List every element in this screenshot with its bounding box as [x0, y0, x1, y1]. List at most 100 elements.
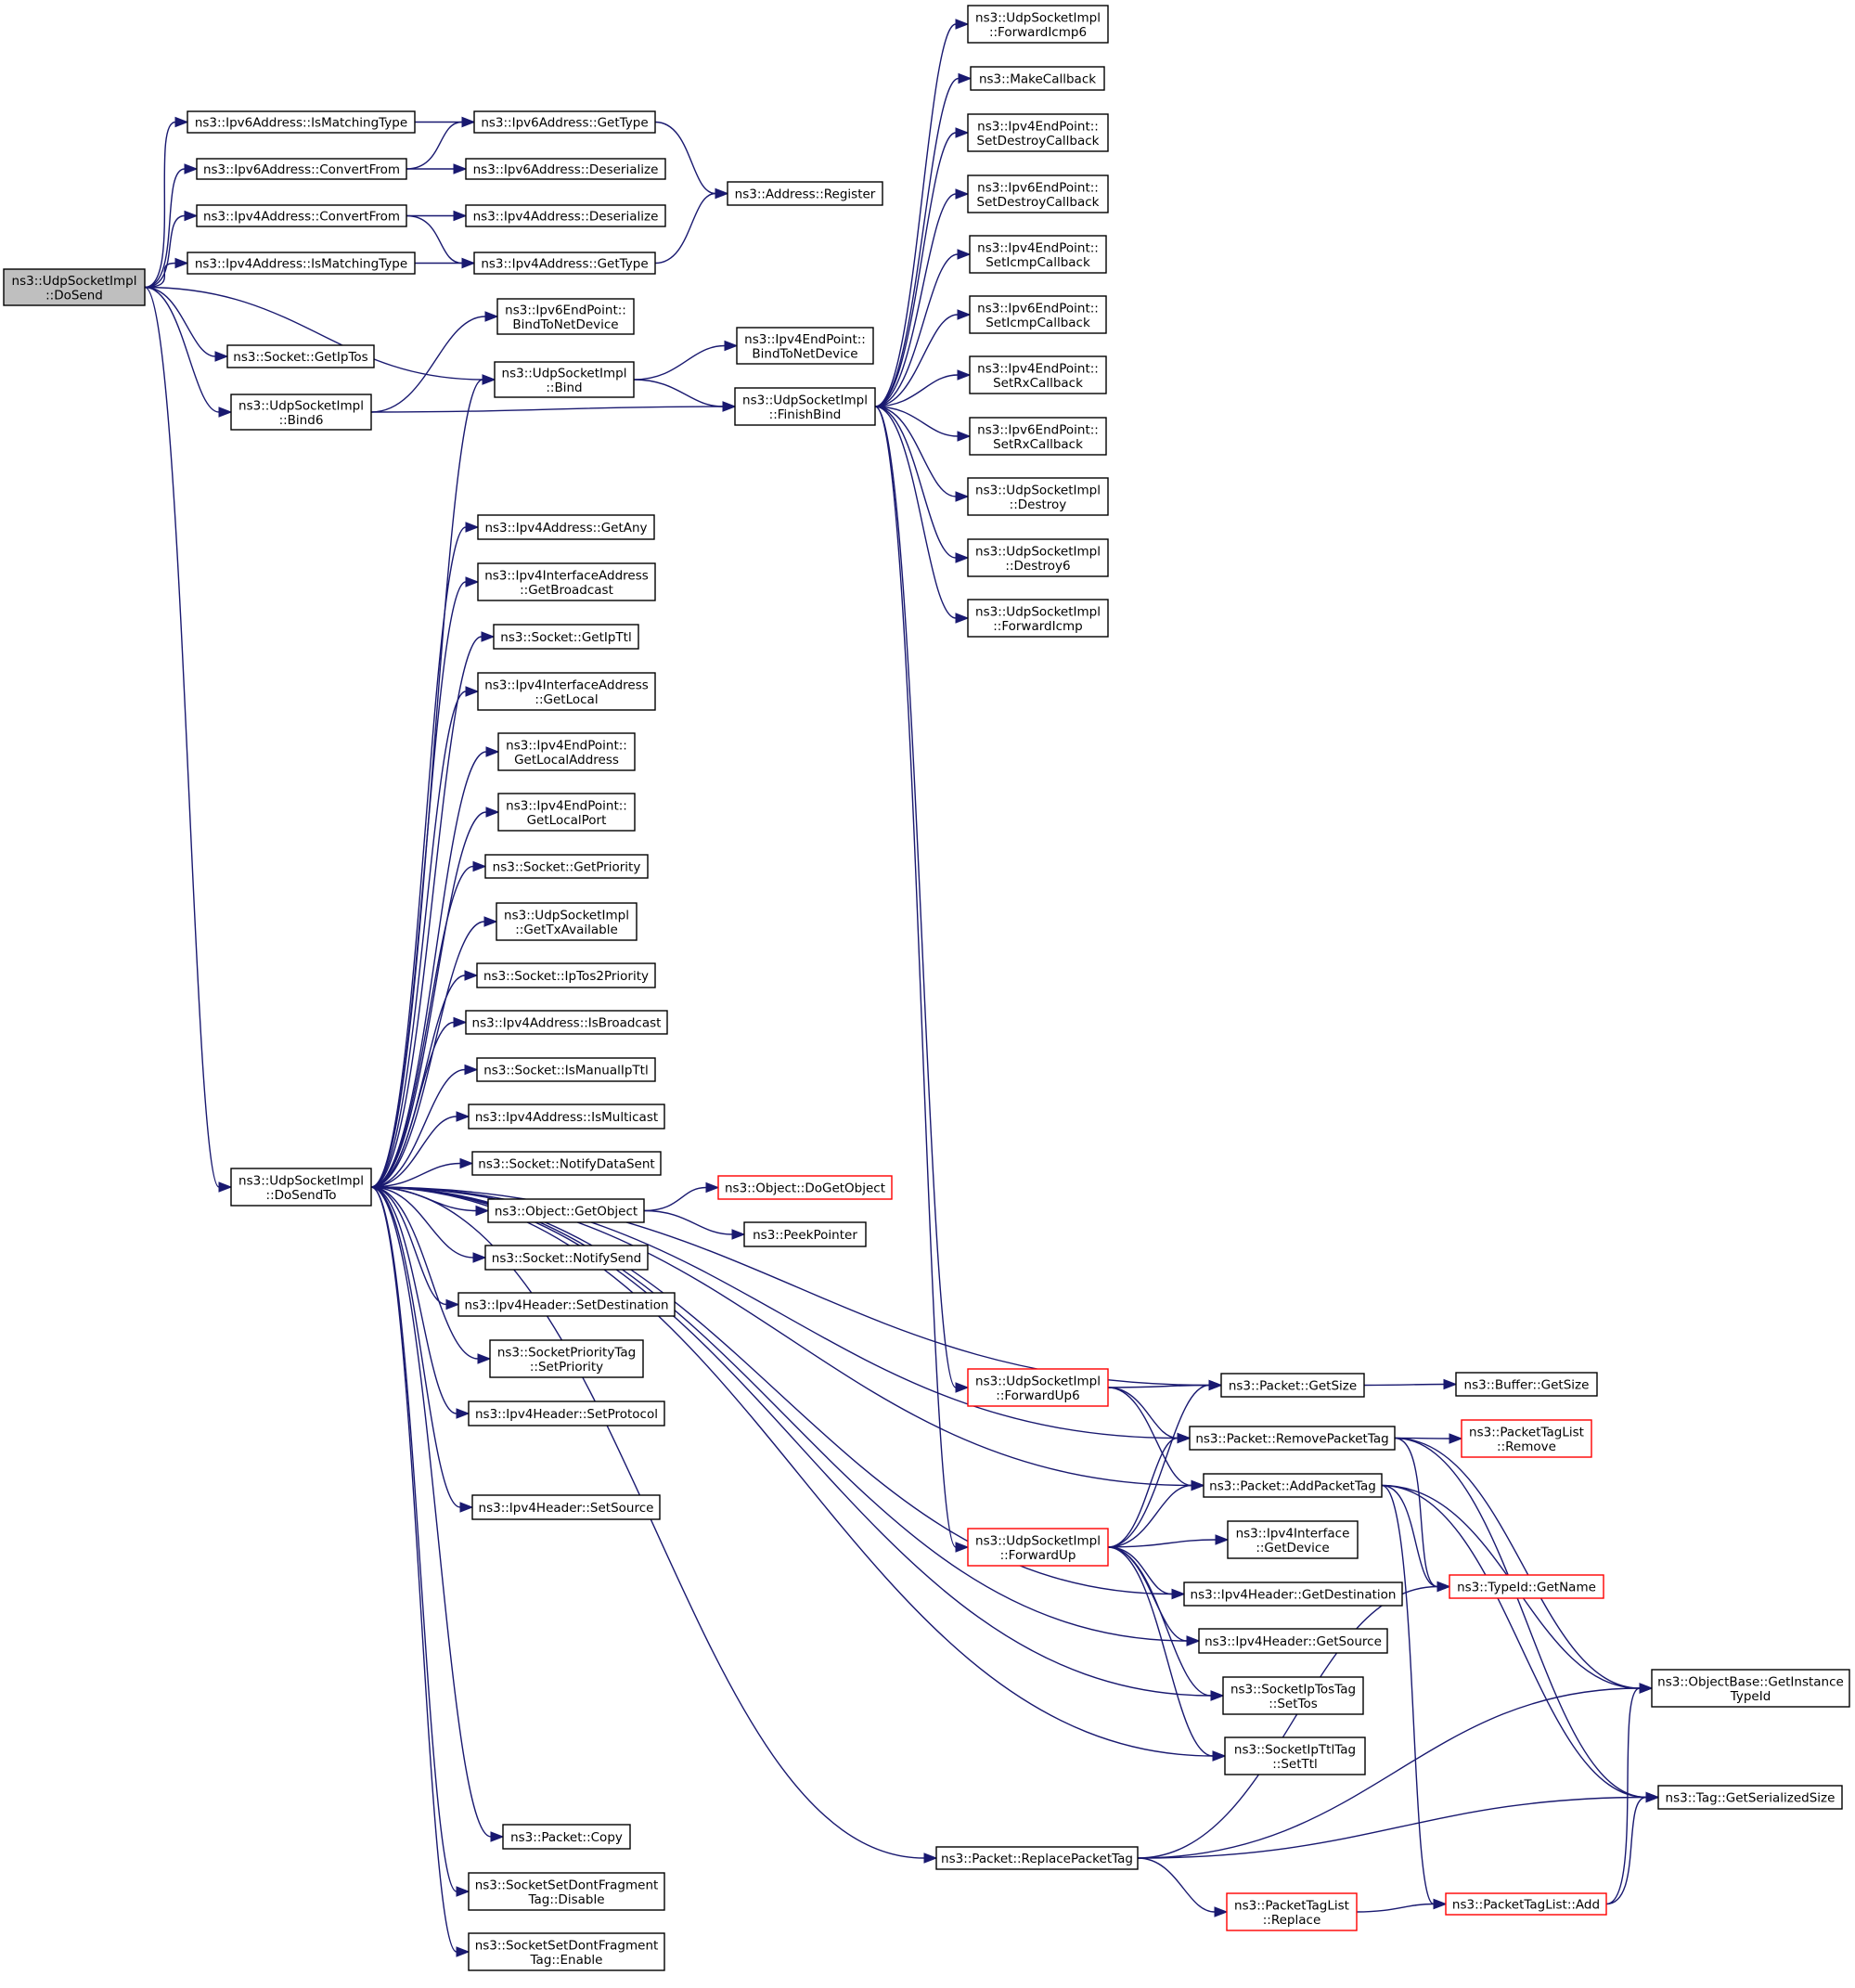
node-box[interactable] — [970, 66, 1105, 91]
node-buffer-get-size[interactable]: ns3::Buffer::GetSize — [1455, 1372, 1598, 1397]
node-forward-icmp[interactable]: ns3::UdpSocketImpl::ForwardIcmp — [967, 599, 1109, 638]
node-box[interactable] — [196, 158, 407, 180]
node-box[interactable] — [471, 1494, 661, 1520]
node-do-send-to[interactable]: ns3::UdpSocketImpl::DoSendTo — [230, 1168, 372, 1207]
node-get-priority[interactable]: ns3::Socket::GetPriority — [484, 854, 649, 879]
node-box[interactable] — [477, 562, 656, 601]
node-box[interactable] — [1651, 1669, 1850, 1708]
node-set-priority[interactable]: ns3::SocketPriorityTag::SetPriority — [489, 1339, 644, 1378]
node-box[interactable] — [473, 110, 656, 134]
node-is-multicast[interactable]: ns3::Ipv4Address::IsMulticast — [468, 1104, 665, 1130]
node-get-serialized-size[interactable]: ns3::Tag::GetSerializedSize — [1657, 1785, 1843, 1810]
node-box[interactable] — [496, 902, 638, 941]
node-get-local-port[interactable]: ns3::Ipv4EndPoint::GetLocalPort — [497, 793, 636, 832]
node-box[interactable] — [717, 1175, 893, 1200]
node-set-tos[interactable]: ns3::SocketIpTosTag::SetTos — [1222, 1676, 1364, 1715]
node-box[interactable] — [1222, 1676, 1364, 1715]
node-box[interactable] — [196, 204, 407, 227]
node-ptlremove[interactable]: ns3::PacketTagList::Remove — [1461, 1419, 1592, 1458]
node-v6-set-rx-callback[interactable]: ns3::Ipv6EndPoint::SetRxCallback — [969, 417, 1107, 456]
node-box[interactable] — [734, 387, 876, 426]
node-get-ip-ttl[interactable]: ns3::Socket::GetIpTtl — [493, 624, 639, 650]
node-box[interactable] — [468, 1932, 665, 1971]
node-box[interactable] — [465, 158, 666, 180]
node-box[interactable] — [465, 1010, 668, 1035]
node-box[interactable] — [476, 962, 656, 988]
node-v6-deserialize[interactable]: ns3::Ipv6Address::Deserialize — [465, 158, 666, 180]
node-box[interactable] — [1224, 1736, 1366, 1775]
node-ip-tos2-priority[interactable]: ns3::Socket::IpTos2Priority — [476, 962, 656, 988]
node-box[interactable] — [493, 624, 639, 650]
node-peek-pointer[interactable]: ns3::PeekPointer — [743, 1221, 867, 1247]
node-get-destination[interactable]: ns3::Ipv4Header::GetDestination — [1183, 1581, 1403, 1607]
node-box[interactable] — [465, 204, 666, 227]
node-box[interactable] — [489, 1339, 644, 1378]
node-v4-is-matching-type[interactable]: ns3::Ipv4Address::IsMatchingType — [187, 252, 416, 275]
node-addr-register[interactable]: ns3::Address::Register — [727, 181, 883, 206]
node-is-manual-ip-ttl[interactable]: ns3::Socket::IsManualIpTtl — [476, 1057, 656, 1082]
node-box[interactable] — [727, 181, 883, 206]
node-packet-get-size[interactable]: ns3::Packet::GetSize — [1220, 1373, 1365, 1398]
node-box[interactable] — [477, 672, 656, 711]
node-box[interactable] — [967, 538, 1109, 577]
node-box[interactable] — [484, 854, 649, 879]
node-box[interactable] — [487, 1198, 645, 1223]
node-box[interactable] — [484, 1245, 649, 1271]
node-box[interactable] — [1227, 1520, 1359, 1559]
node-is-broadcast[interactable]: ns3::Ipv4Address::IsBroadcast — [465, 1010, 668, 1035]
node-box[interactable] — [494, 361, 635, 398]
node-packet-copy[interactable]: ns3::Packet::Copy — [502, 1824, 631, 1850]
node-box[interactable] — [477, 514, 655, 540]
node-box[interactable] — [187, 110, 416, 134]
node-box[interactable] — [967, 174, 1109, 213]
node-v4-set-icmp-callback[interactable]: ns3::Ipv4EndPoint::SetIcmpCallback — [969, 235, 1107, 274]
node-box[interactable] — [969, 355, 1107, 394]
node-ptladd[interactable]: ns3::PacketTagList::Add — [1445, 1892, 1607, 1916]
node-v4-set-destroy-callback[interactable]: ns3::Ipv4EndPoint::SetDestroyCallback — [967, 113, 1109, 152]
node-box[interactable] — [1203, 1473, 1383, 1498]
node-box[interactable] — [1449, 1574, 1604, 1599]
node-v4-set-rx-callback[interactable]: ns3::Ipv4EndPoint::SetRxCallback — [969, 355, 1107, 394]
node-box[interactable] — [967, 477, 1109, 516]
node-box[interactable] — [967, 113, 1109, 152]
node-box[interactable] — [187, 252, 416, 275]
node-box[interactable] — [457, 1292, 676, 1317]
node-box[interactable] — [476, 1057, 656, 1082]
node-box[interactable] — [3, 268, 146, 306]
node-box[interactable] — [496, 298, 635, 335]
node-get-object[interactable]: ns3::Object::GetObject — [487, 1198, 645, 1223]
node-get-device[interactable]: ns3::Ipv4Interface::GetDevice — [1227, 1520, 1359, 1559]
node-type-id-get-name[interactable]: ns3::TypeId::GetName — [1449, 1574, 1604, 1599]
node-box[interactable] — [468, 1401, 665, 1426]
node-box[interactable] — [497, 732, 636, 771]
node-v4-get-type[interactable]: ns3::Ipv4Address::GetType — [473, 252, 656, 275]
node-v6-is-matching-type[interactable]: ns3::Ipv6Address::IsMatchingType — [187, 110, 416, 134]
node-forward-icmp6[interactable]: ns3::UdpSocketImpl::ForwardIcmp6 — [967, 5, 1109, 44]
node-box[interactable] — [969, 295, 1107, 334]
node-destroy6[interactable]: ns3::UdpSocketImpl::Destroy6 — [967, 538, 1109, 577]
node-set-destination[interactable]: ns3::Ipv4Header::SetDestination — [457, 1292, 676, 1317]
node-finish-bind[interactable]: ns3::UdpSocketImpl::FinishBind — [734, 387, 876, 426]
node-ptlreplace[interactable]: ns3::PacketTagList::Replace — [1226, 1892, 1358, 1931]
node-replace-packet-tag[interactable]: ns3::Packet::ReplacePacketTag — [935, 1846, 1139, 1870]
node-box[interactable] — [471, 1151, 662, 1176]
node-box[interactable] — [1198, 1628, 1388, 1654]
node-box[interactable] — [226, 344, 375, 368]
node-set-source[interactable]: ns3::Ipv4Header::SetSource — [471, 1494, 661, 1520]
node-bind[interactable]: ns3::UdpSocketImpl::Bind — [494, 361, 635, 398]
node-box[interactable] — [502, 1824, 631, 1850]
node-box[interactable] — [969, 417, 1107, 456]
node-box[interactable] — [736, 327, 874, 365]
node-forward-up[interactable]: ns3::UdpSocketImpl::ForwardUp — [967, 1528, 1109, 1567]
node-set-ttl[interactable]: ns3::SocketIpTtlTag::SetTtl — [1224, 1736, 1366, 1775]
node-get-broadcast[interactable]: ns3::Ipv4InterfaceAddress::GetBroadcast — [477, 562, 656, 601]
node-get-source[interactable]: ns3::Ipv4Header::GetSource — [1198, 1628, 1388, 1654]
node-add-packet-tag[interactable]: ns3::Packet::AddPacketTag — [1203, 1473, 1383, 1498]
node-get-tx-available[interactable]: ns3::UdpSocketImpl::GetTxAvailable — [496, 902, 638, 941]
node-do-send[interactable]: ns3::UdpSocketImpl::DoSend — [3, 268, 146, 306]
node-v6-set-destroy-callback[interactable]: ns3::Ipv6EndPoint::SetDestroyCallback — [967, 174, 1109, 213]
node-box[interactable] — [743, 1221, 867, 1247]
